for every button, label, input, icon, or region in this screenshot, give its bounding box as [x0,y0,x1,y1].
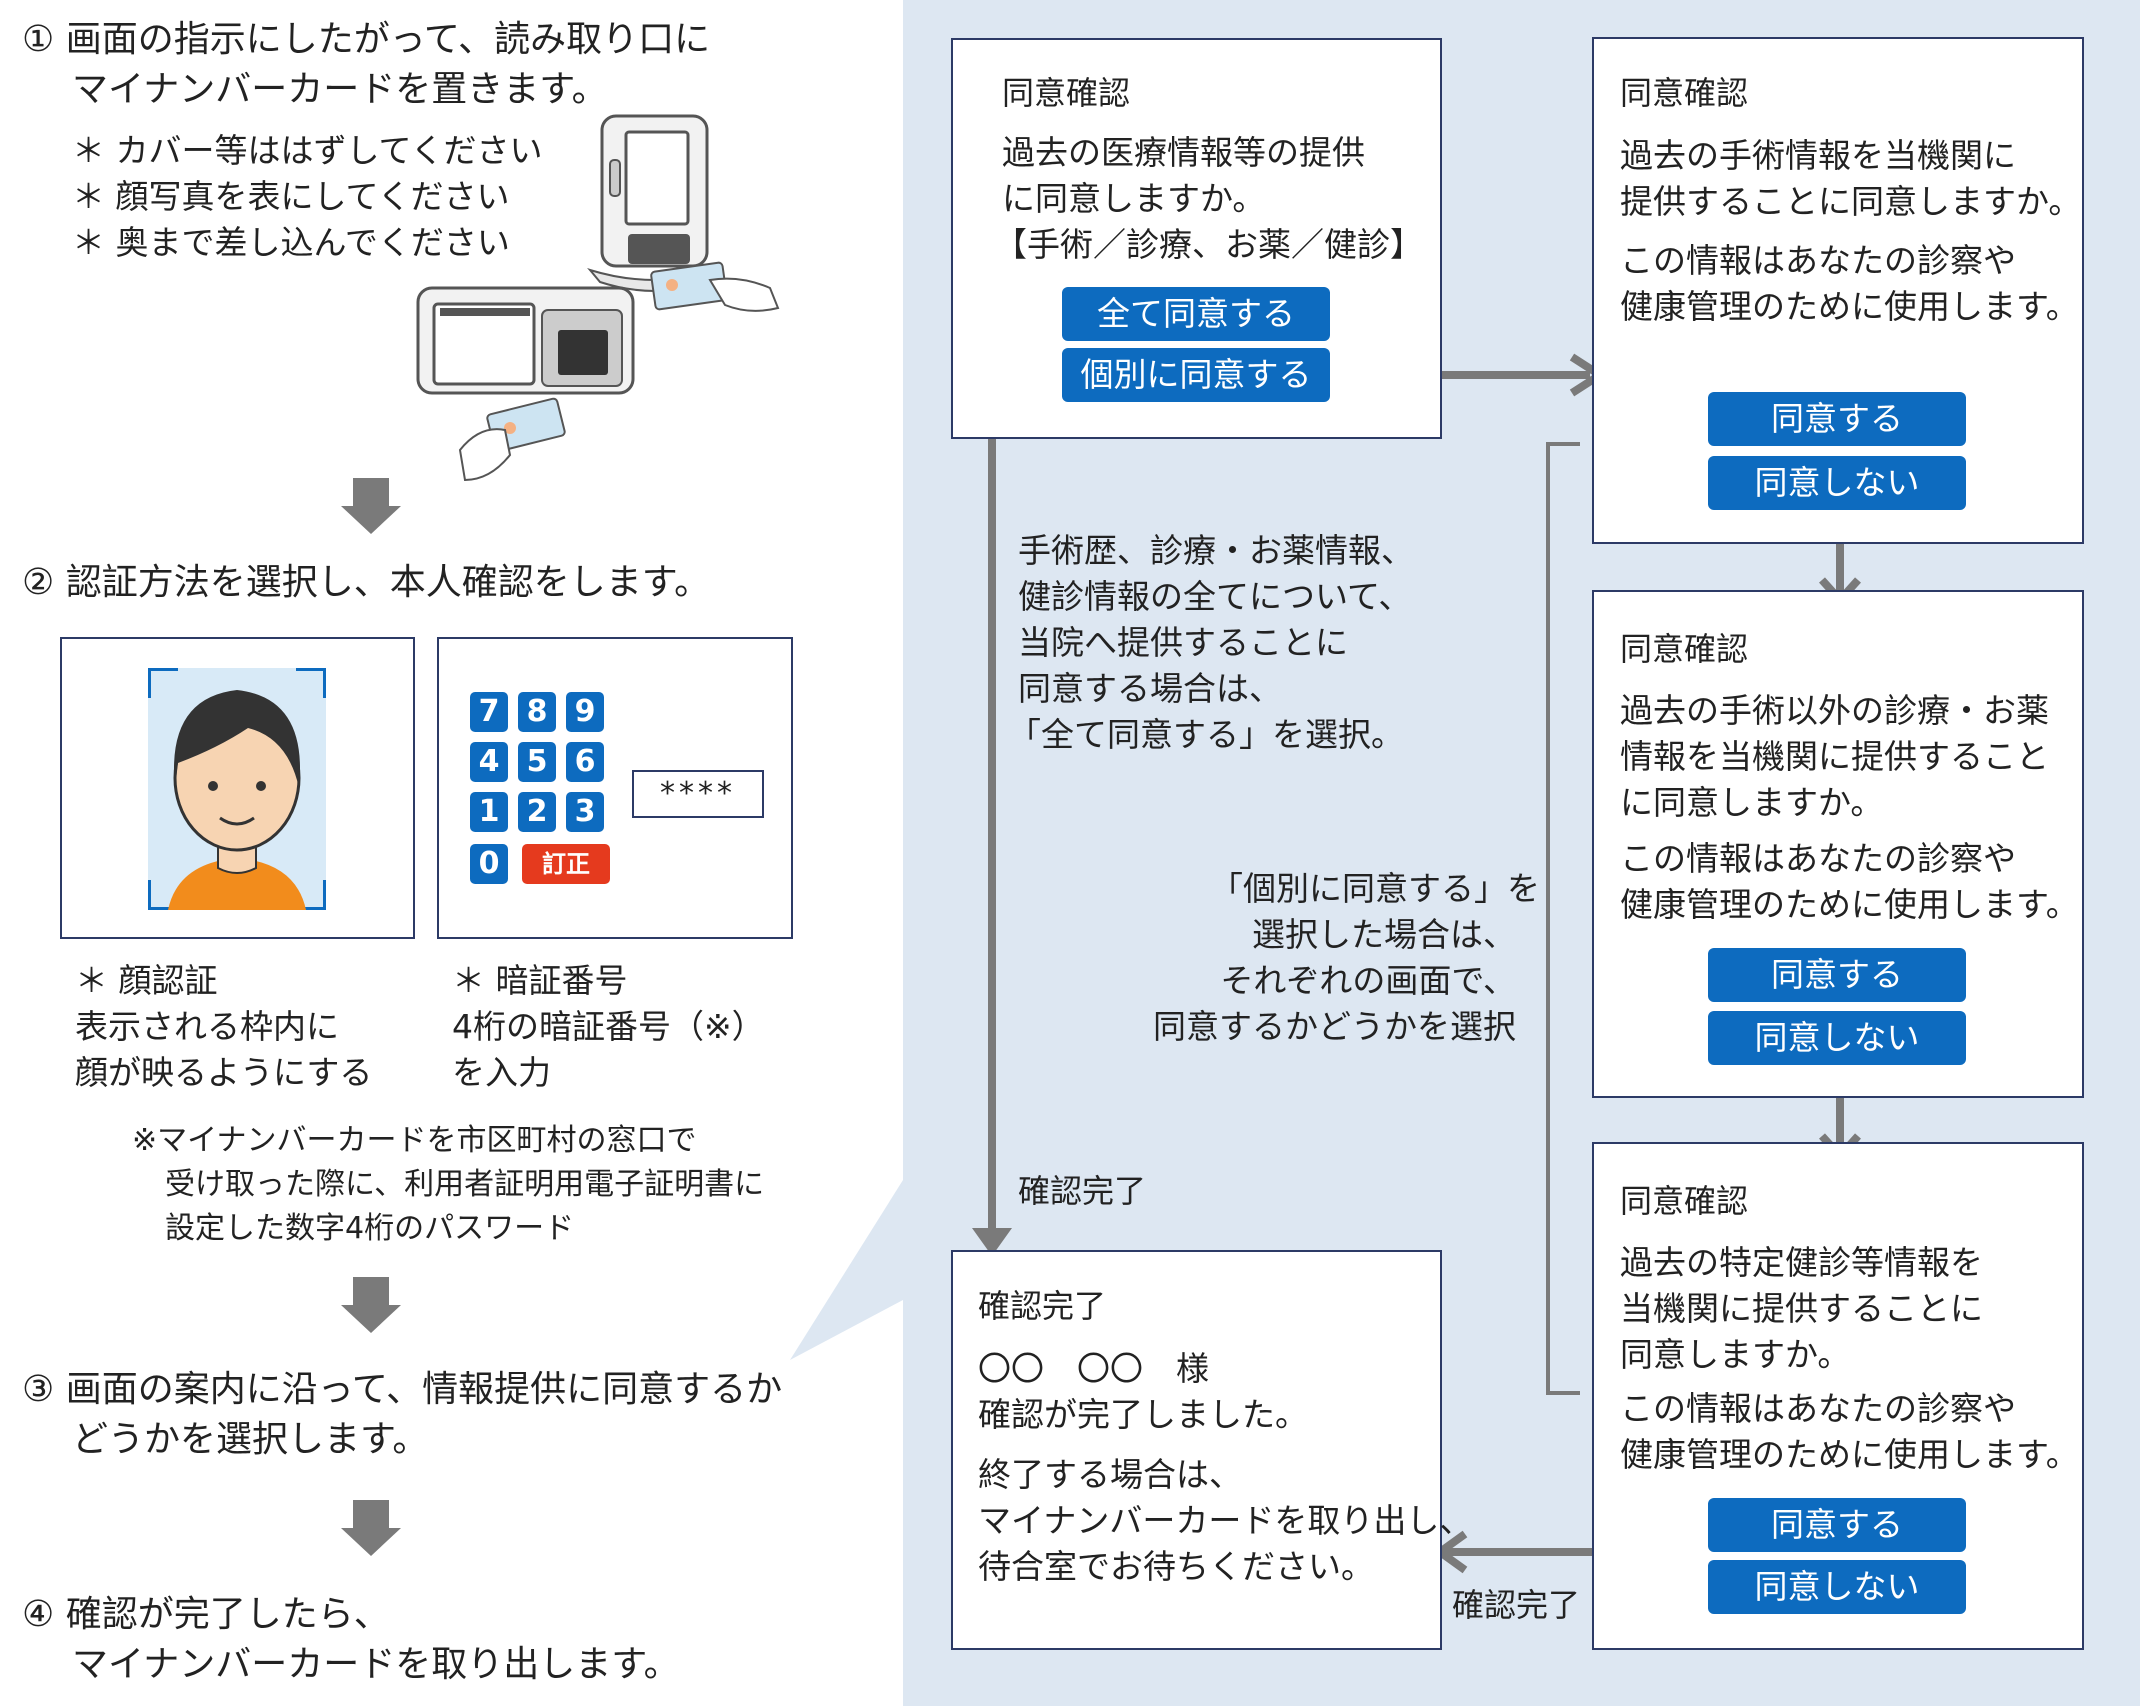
individual-note-3: それぞれの画面で、 [1220,961,1516,1000]
step1-line1: ① 画面の指示にしたがって、読み取り口に [22,19,711,60]
pin-footnote-1: ※マイナンバーカードを市区町村の窓口で [132,1123,697,1158]
complete-box [951,1250,1442,1650]
surgery-agree-button[interactable]: 同意する [1708,392,1966,446]
pin-footnote-2: 受け取った際に、利用者証明用電子証明書に [165,1167,765,1202]
complete-name-line: 〇〇 〇〇 様 [978,1349,1209,1388]
all-note-3: 当院へ提供することに [1018,623,1348,662]
key-5[interactable]: 5 [518,742,556,782]
agree-all-button[interactable]: 全て同意する [1062,287,1330,341]
step4-line2: マイナンバーカードを取り出します。 [72,1644,680,1685]
consent-checkup-usage-1: この情報はあなたの診察や [1620,1389,2016,1428]
consent-surgery-usage-2: 健康管理のために使用します。 [1620,287,2079,326]
checkup-agree-button[interactable]: 同意する [1708,1498,1966,1552]
consent-checkup-body-3: 同意しますか。 [1620,1335,1851,1374]
pin-display: **** [632,770,764,818]
consent-surgery-body-2: 提供することに同意しますか。 [1620,182,2082,221]
consent-surgery-title: 同意確認 [1620,74,1749,112]
complete-title: 確認完了 [978,1287,1107,1325]
step3-line1: ③ 画面の案内に沿って、情報提供に同意するか [22,1369,783,1410]
face-illustration [148,668,326,910]
face-caption-2: 表示される枠内に [75,1007,339,1046]
consent-checkup-title: 同意確認 [1620,1182,1749,1220]
consent-medical-usage-1: この情報はあなたの診察や [1620,839,2016,878]
key-1[interactable]: 1 [470,792,508,832]
arrow-down-1 [353,478,389,508]
consent-medical-body-3: に同意しますか。 [1620,783,1884,822]
arrow-down-1-head [341,506,401,534]
face-caption-3: 顔が映るようにする [75,1053,373,1092]
consent-main-body-1: 過去の医療情報等の提供 [1002,133,1365,172]
step1-note-2: ＊ 顔写真を表にしてください [72,177,510,216]
all-note-5: 「全て同意する」を選択。 [1008,715,1404,754]
complete-done: 確認が完了しました。 [978,1395,1308,1434]
step4-line1: ④ 確認が完了したら、 [22,1594,390,1635]
consent-checkup-body-1: 過去の特定健診等情報を [1620,1243,1983,1282]
complete-instruction-2: マイナンバーカードを取り出し、 [978,1501,1473,1540]
pin-caption-2: 4桁の暗証番号（※） [452,1007,765,1046]
consent-main-box [951,38,1442,439]
step1-line2: マイナンバーカードを置きます。 [72,69,608,110]
surgery-disagree-button[interactable]: 同意しない [1708,456,1966,510]
step1-note-1: ＊ カバー等ははずしてください [72,131,543,170]
agree-individually-button[interactable]: 個別に同意する [1062,348,1330,402]
key-correct[interactable]: 訂正 [522,844,610,884]
step2: ② 認証方法を選択し、本人確認をします。 [22,562,711,603]
arrow-down-3-head [341,1528,401,1556]
consent-main-body-2: に同意しますか。 [1002,179,1266,218]
pin-caption-3: を入力 [452,1053,551,1092]
all-note-1: 手術歴、診療・お薬情報、 [1018,531,1414,570]
key-2[interactable]: 2 [518,792,556,832]
consent-medical-usage-2: 健康管理のために使用します。 [1620,885,2079,924]
key-7[interactable]: 7 [470,692,508,732]
consent-medical-title: 同意確認 [1620,630,1749,668]
all-note-4: 同意する場合は、 [1018,669,1282,708]
key-6[interactable]: 6 [566,742,604,782]
complete-label-bottom: 確認完了 [1452,1586,1581,1624]
pin-auth-box [437,637,793,939]
step3-line2: どうかを選択します。 [72,1419,429,1460]
consent-main-body-3: 【手術／診療、お薬／健診】 [994,225,1423,264]
complete-label-left: 確認完了 [1018,1172,1147,1210]
consent-medical-body-2: 情報を当機関に提供すること [1620,737,2049,776]
key-9[interactable]: 9 [566,692,604,732]
key-8[interactable]: 8 [518,692,556,732]
complete-instruction-1: 終了する場合は、 [978,1455,1242,1494]
complete-instruction-3: 待合室でお待ちください。 [978,1547,1374,1586]
arrow-down-2 [353,1277,389,1307]
step1-note-3: ＊ 奥まで差し込んでください [72,223,510,262]
checkup-disagree-button[interactable]: 同意しない [1708,1560,1966,1614]
key-3[interactable]: 3 [566,792,604,832]
consent-medical-body-1: 過去の手術以外の診療・お薬 [1620,691,2049,730]
pin-footnote-3: 設定した数字4桁のパスワード [165,1211,575,1246]
arrow-down-3 [353,1500,389,1530]
individual-note-4: 同意するかどうかを選択 [1153,1007,1516,1046]
callout-wedge [790,1180,903,1360]
arrow-down-2-head [341,1305,401,1333]
card-reader-illustration [416,114,780,482]
all-note-2: 健診情報の全てについて、 [1018,577,1412,616]
face-caption-1: ＊ 顔認証 [75,961,218,1000]
consent-surgery-body-1: 過去の手術情報を当機関に [1620,136,2016,175]
medical-disagree-button[interactable]: 同意しない [1708,1011,1966,1065]
individual-note-2: 選択した場合は、 [1252,915,1516,954]
key-0[interactable]: 0 [470,844,508,884]
consent-surgery-usage-1: この情報はあなたの診察や [1620,241,2016,280]
consent-checkup-body-2: 当機関に提供することに [1620,1289,1983,1328]
key-4[interactable]: 4 [470,742,508,782]
medical-agree-button[interactable]: 同意する [1708,948,1966,1002]
pin-caption-1: ＊ 暗証番号 [452,961,628,1000]
consent-checkup-usage-2: 健康管理のために使用します。 [1620,1435,2079,1474]
consent-main-title: 同意確認 [1002,74,1131,112]
individual-note-1: 「個別に同意する」を [1210,869,1540,908]
